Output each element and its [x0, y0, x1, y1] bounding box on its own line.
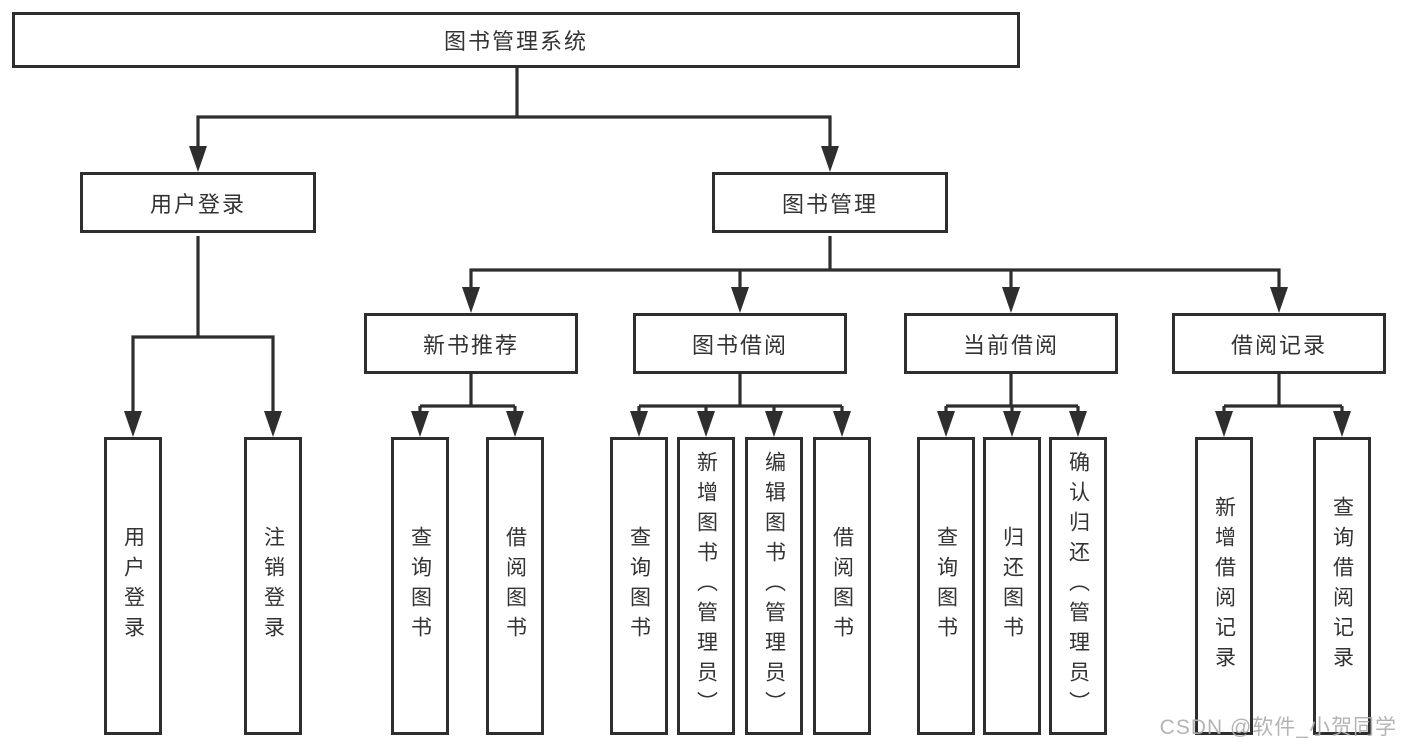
leaf-rec-query-books: 查询图书	[391, 437, 449, 735]
arrow-down-icon	[821, 146, 839, 172]
leaf-rec-borrow-books-label: 借阅图书	[503, 526, 527, 646]
watermark: CSDN @软件_小贺同学	[1159, 716, 1397, 739]
arrowheads	[124, 146, 1351, 437]
leaf-bb-edit-books-admin: 编辑图书（管理员）	[745, 437, 803, 735]
leaf-br-add-record: 新增借阅记录	[1195, 437, 1253, 735]
node-book-borrow-label: 图书借阅	[691, 332, 788, 358]
leaf-bb-add-books-admin-label: 新增图书（管理员）	[694, 451, 718, 721]
arrow-down-icon	[411, 411, 429, 437]
leaf-rec-borrow-books: 借阅图书	[486, 437, 544, 735]
leaf-bb-borrow-books: 借阅图书	[813, 437, 871, 735]
arrow-down-icon	[189, 146, 207, 172]
leaf-br-query-record: 查询借阅记录	[1313, 437, 1371, 735]
node-root-label: 图书管理系统	[443, 29, 588, 54]
leaf-cb-confirm-return-admin: 确认归还（管理员）	[1049, 437, 1107, 735]
leaf-br-query-record-label: 查询借阅记录	[1330, 496, 1354, 676]
leaf-logout-label: 注销登录	[261, 526, 285, 646]
node-book-management-label: 图书管理	[781, 191, 878, 217]
leaf-bb-query-books-label: 查询图书	[627, 526, 651, 646]
arrow-down-icon	[124, 411, 142, 437]
leaf-bb-query-books: 查询图书	[610, 437, 668, 735]
arrow-down-icon	[1215, 411, 1233, 437]
arrow-down-icon	[765, 411, 783, 437]
arrow-down-icon	[462, 287, 480, 313]
connector-leaf-drops	[418, 406, 1344, 416]
node-current-borrow-label: 当前借阅	[962, 332, 1059, 358]
connector-bookmgmt-to-level3	[469, 236, 1281, 292]
node-new-book-recommend-label: 新书推荐	[422, 332, 519, 358]
leaf-user-login-label: 用户登录	[121, 526, 145, 646]
node-root: 图书管理系统	[12, 12, 1020, 68]
leaf-br-add-record-label: 新增借阅记录	[1212, 496, 1236, 676]
leaf-logout: 注销登录	[244, 437, 302, 735]
leaf-cb-query-books: 查询图书	[917, 437, 975, 735]
arrow-down-icon	[697, 411, 715, 437]
leaf-cb-return-books: 归还图书	[983, 437, 1041, 735]
leaf-cb-confirm-return-admin-label: 确认归还（管理员）	[1066, 451, 1090, 721]
node-book-management: 图书管理	[712, 172, 948, 233]
node-book-borrow: 图书借阅	[633, 313, 847, 374]
arrow-down-icon	[630, 411, 648, 437]
connector-root-to-level2	[196, 67, 832, 150]
node-borrow-records: 借阅记录	[1172, 313, 1386, 374]
arrow-down-icon	[1002, 287, 1020, 313]
arrow-down-icon	[1069, 411, 1087, 437]
connector-userlogin-to-leaves	[131, 236, 275, 416]
arrow-down-icon	[264, 411, 282, 437]
arrow-down-icon	[506, 411, 524, 437]
leaf-bb-borrow-books-label: 借阅图书	[830, 526, 854, 646]
node-user-login: 用户登录	[80, 172, 316, 233]
leaf-bb-add-books-admin: 新增图书（管理员）	[677, 437, 735, 735]
arrow-down-icon	[1270, 287, 1288, 313]
leaf-bb-edit-books-admin-label: 编辑图书（管理员）	[762, 451, 786, 721]
node-current-borrow: 当前借阅	[904, 313, 1118, 374]
arrow-down-icon	[1333, 411, 1351, 437]
arrow-down-icon	[731, 287, 749, 313]
node-borrow-records-label: 借阅记录	[1230, 332, 1327, 358]
arrow-down-icon	[833, 411, 851, 437]
connector-level3-stems	[469, 374, 1281, 406]
node-new-book-recommend: 新书推荐	[364, 313, 578, 374]
node-user-login-label: 用户登录	[149, 191, 246, 217]
leaf-cb-return-books-label: 归还图书	[1000, 526, 1024, 646]
arrow-down-icon	[937, 411, 955, 437]
leaf-rec-query-books-label: 查询图书	[408, 526, 432, 646]
leaf-cb-query-books-label: 查询图书	[934, 526, 958, 646]
leaf-user-login: 用户登录	[104, 437, 162, 735]
arrow-down-icon	[1003, 411, 1021, 437]
